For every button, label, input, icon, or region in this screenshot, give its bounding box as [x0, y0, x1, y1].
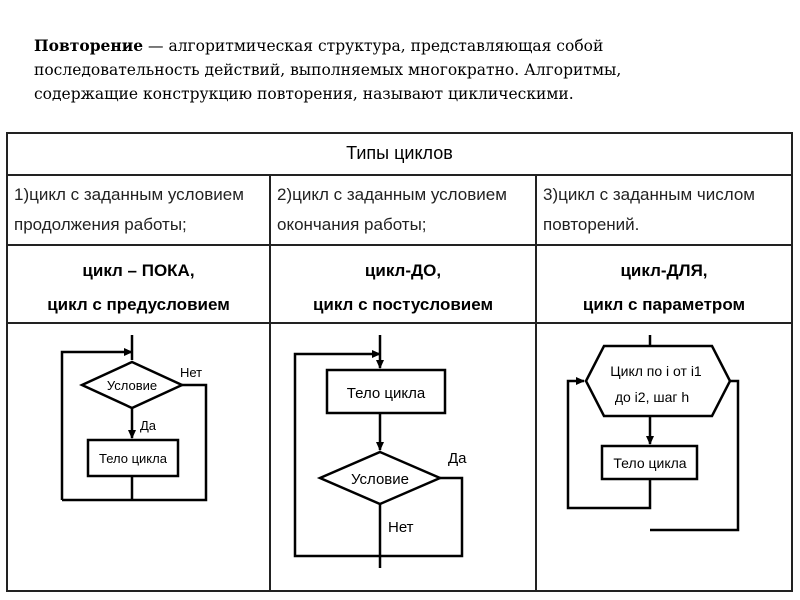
col3-desc-line2: повторений. — [543, 215, 640, 234]
col3-loop-name: цикл-ДЛЯ, цикл с параметром — [537, 246, 791, 322]
col3-name-line1: цикл-ДЛЯ, — [620, 261, 708, 280]
col3-description: 3)цикл с заданным числом повторений. — [537, 176, 791, 244]
divider — [8, 244, 791, 246]
intro-line2: последовательность действий, выполняемых… — [34, 61, 622, 79]
col1-desc-line1: 1)цикл с заданным условием — [14, 185, 244, 204]
divider — [8, 322, 791, 324]
column-divider — [269, 174, 271, 592]
col3-name-line2: цикл с параметром — [582, 295, 746, 314]
col1-desc-line2: продолжения работы; — [14, 215, 187, 234]
table-title: Типы циклов — [346, 143, 453, 163]
intro-term: Повторение — [34, 36, 144, 55]
col2-name-line1: цикл-ДО, — [364, 261, 442, 280]
col1-name-line1: цикл – ПОКА, — [82, 261, 195, 280]
intro-line1: — алгоритмическая структура, представляю… — [143, 37, 604, 55]
divider — [8, 174, 791, 176]
col2-desc-line2: окончания работы; — [277, 215, 427, 234]
intro-line3: содержащие конструкцию повторения, назыв… — [34, 85, 574, 103]
col2-desc-line1: 2)цикл с заданным условием — [277, 185, 507, 204]
col3-desc-line1: 3)цикл с заданным числом — [543, 185, 755, 204]
loop-types-table: Типы циклов 1)цикл с заданным условием п… — [6, 132, 793, 592]
column-divider — [535, 174, 537, 592]
col2-name-line2: цикл с постусловием — [312, 295, 494, 314]
col1-description: 1)цикл с заданным условием продолжения р… — [8, 176, 269, 244]
col1-name-line2: цикл с предусловием — [47, 295, 230, 314]
col1-loop-name: цикл – ПОКА, цикл с предусловием — [8, 246, 269, 322]
intro-paragraph: Повторение — алгоритмическая структура, … — [34, 34, 769, 106]
col2-loop-name: цикл-ДО, цикл с постусловием — [271, 246, 535, 322]
col2-description: 2)цикл с заданным условием окончания раб… — [271, 176, 535, 244]
